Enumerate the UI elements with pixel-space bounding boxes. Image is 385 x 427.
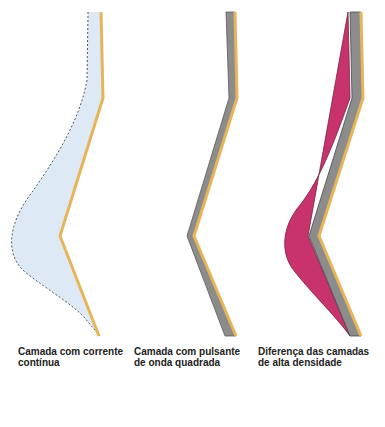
- figure-caption: Diferença das camadas de alta densidade: [258, 346, 370, 368]
- figure-caption: Camada com corrente contínua: [18, 346, 130, 368]
- coating-layer: [12, 12, 103, 336]
- substrate-edge: [194, 12, 237, 336]
- coating-layer: [187, 12, 237, 336]
- figure-caption: Camada com pulsante de onda quadrada: [134, 346, 246, 368]
- substrate-edge: [60, 12, 103, 336]
- coating-layer: [309, 12, 363, 336]
- layer-outline: [12, 12, 100, 336]
- substrate-edge: [319, 12, 363, 336]
